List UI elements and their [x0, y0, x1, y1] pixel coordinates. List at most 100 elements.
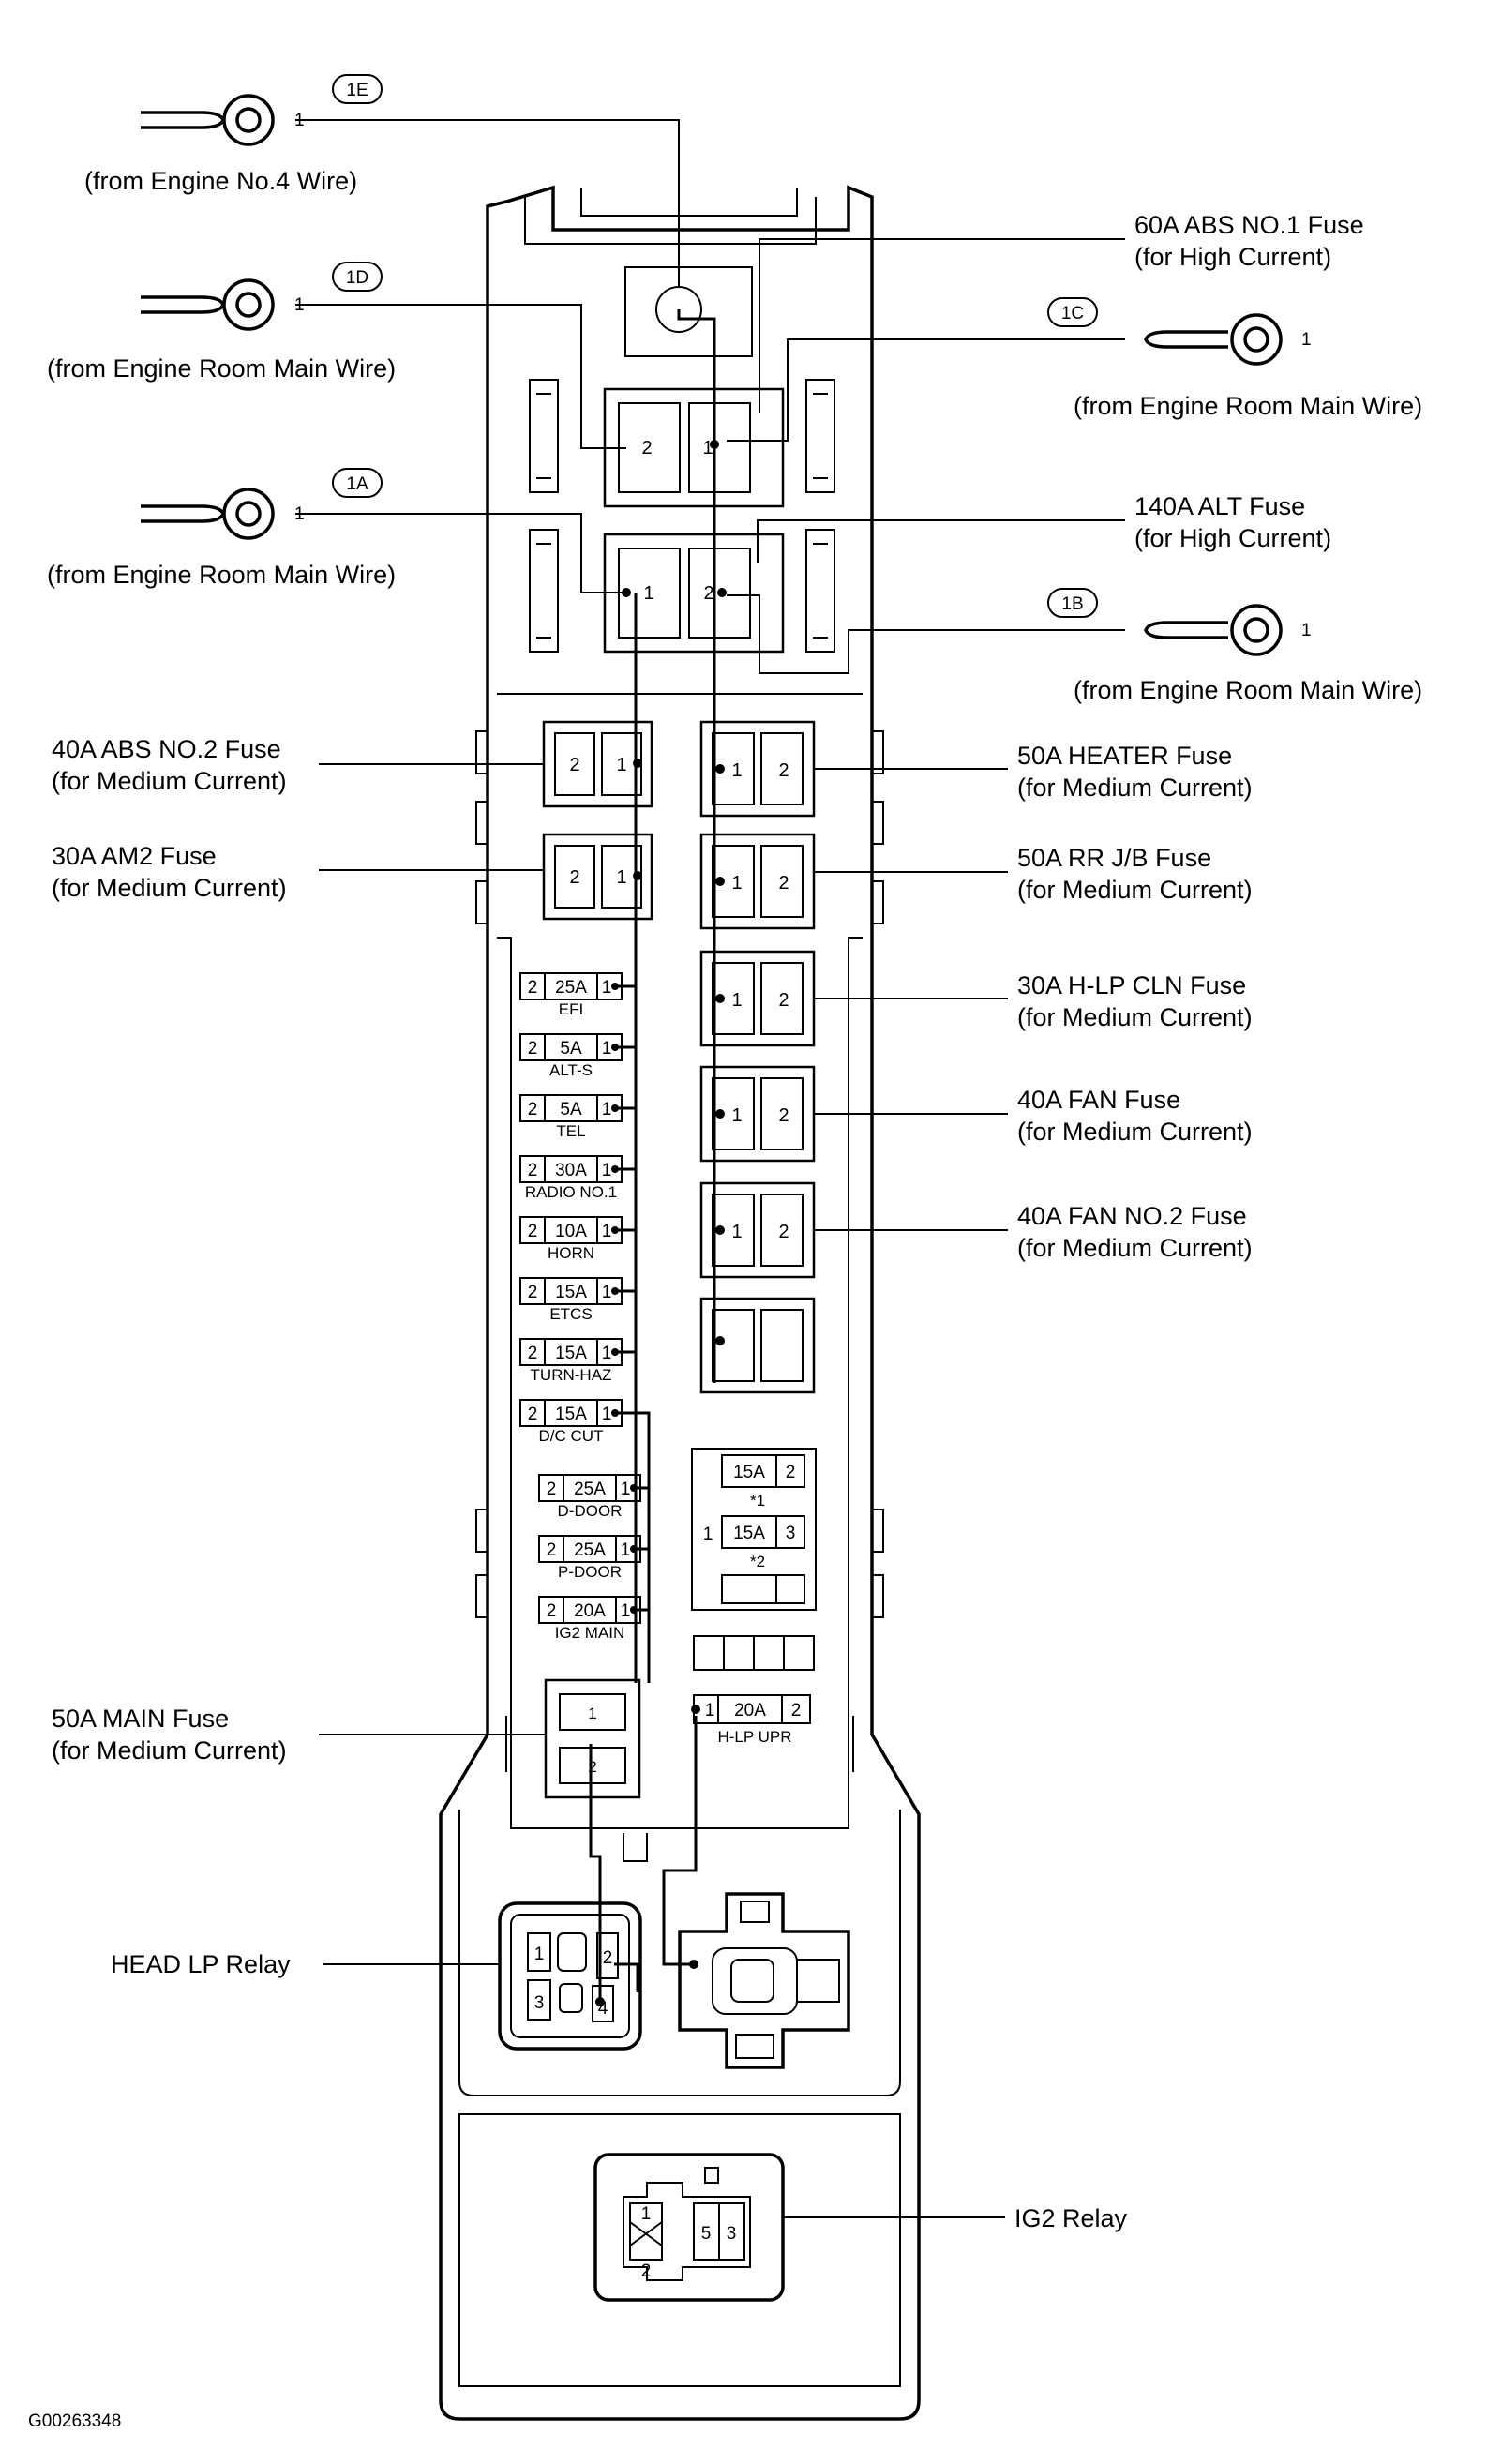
svg-text:1: 1 [1301, 621, 1312, 640]
label-head-lp-relay: HEAD LP Relay [111, 1950, 291, 1978]
option-fuse-block: 15A 2 *1 15A 3 *2 1 [691, 1448, 817, 1671]
mini-fuse-name: ALT-S [549, 1061, 593, 1079]
connector-tag-1d [332, 262, 383, 292]
mini-fuse-rating: 15A [555, 1405, 587, 1424]
label-fan-sub: (for Medium Current) [1017, 1118, 1253, 1146]
mini-fuse-pin: 1 [602, 1405, 612, 1424]
svg-text:2: 2 [778, 873, 789, 894]
terminal-leads [295, 119, 1125, 674]
ig2-relay: 1 2 5 3 [593, 2153, 785, 2302]
svg-text:1: 1 [643, 583, 653, 604]
svg-text:3: 3 [534, 1993, 545, 2013]
hlp-upr-fuse: 1 20A 2 H-LP UPR [693, 1694, 811, 1746]
svg-text:*1: *1 [750, 1492, 765, 1510]
mini-fuse-pin: 1 [621, 1601, 631, 1621]
label-rr-jb: 50A RR J/B Fuse [1017, 844, 1211, 872]
terminal-source-1b: (from Engine Room Main Wire) [1074, 676, 1422, 704]
leader-lines [319, 763, 1008, 2218]
svg-text:4: 4 [598, 1999, 608, 2019]
mini-fuse-rating: 25A [574, 1540, 606, 1560]
connector-tag-1e [332, 74, 383, 104]
mini-fuse-pin: 1 [621, 1480, 631, 1499]
internal-wiring [589, 309, 727, 2006]
mini-fuse-name: HORN [548, 1244, 594, 1262]
terminal-source-1a: (from Engine Room Main Wire) [47, 561, 396, 589]
label-ig2-relay: IG2 Relay [1014, 2204, 1128, 2232]
mini-fuse-pin: 2 [547, 1601, 557, 1621]
mini-fuse-pin: 2 [528, 1344, 538, 1363]
svg-text:1D: 1D [346, 268, 368, 288]
svg-text:1: 1 [616, 755, 626, 775]
svg-text:2: 2 [778, 1105, 789, 1126]
label-am2-sub: (for Medium Current) [52, 874, 287, 902]
svg-text:1: 1 [534, 1945, 545, 1964]
svg-text:2: 2 [588, 1758, 596, 1776]
label-abs-no1: 60A ABS NO.1 Fuse [1134, 211, 1364, 239]
label-alt: 140A ALT Fuse [1134, 492, 1305, 520]
svg-text:1: 1 [731, 873, 742, 894]
svg-text:1E: 1E [346, 81, 368, 100]
mini-fuse-pin: 2 [528, 1161, 538, 1180]
terminal-source-1c: (from Engine Room Main Wire) [1074, 392, 1422, 420]
mini-fuse-pin: 2 [547, 1540, 557, 1560]
svg-text:1: 1 [731, 760, 742, 781]
mini-fuse-pin: 2 [528, 1039, 538, 1059]
abs-no1-fuse [603, 387, 785, 508]
mini-fuse-pin: 2 [528, 1405, 538, 1424]
mini-fuse-name: ETCS [549, 1305, 592, 1323]
svg-text:2: 2 [778, 760, 789, 781]
mini-fuse-rating: 25A [574, 1480, 606, 1499]
terminal-source-1d: (from Engine Room Main Wire) [47, 354, 396, 383]
svg-text:1C: 1C [1061, 304, 1084, 323]
svg-text:15A: 15A [733, 1524, 765, 1543]
label-rr-jb-sub: (for Medium Current) [1017, 876, 1253, 904]
mini-fuse-rating: 25A [555, 978, 587, 998]
svg-text:1: 1 [731, 1105, 742, 1126]
svg-text:1: 1 [641, 2204, 652, 2224]
mini-fuse-pin: 1 [602, 1222, 612, 1241]
svg-text:2: 2 [569, 867, 579, 888]
mini-fuse-name: D/C CUT [539, 1427, 604, 1445]
svg-text:2: 2 [791, 1701, 802, 1720]
svg-text:2: 2 [703, 583, 713, 604]
head-lp-relay: 1 2 3 4 [498, 1901, 642, 2051]
label-fan: 40A FAN Fuse [1017, 1086, 1180, 1114]
svg-text:1: 1 [588, 1705, 596, 1722]
label-fan-no2: 40A FAN NO.2 Fuse [1017, 1202, 1247, 1230]
svg-text:1: 1 [703, 1525, 713, 1544]
mini-fuse-pin: 2 [528, 1100, 538, 1119]
label-abs-no1-sub: (for High Current) [1134, 243, 1331, 271]
mini-fuse-rating: 10A [555, 1222, 587, 1241]
terminal-1c: 1 1C (from Engine Room Main Wire) [1047, 297, 1422, 420]
svg-text:1: 1 [294, 111, 305, 130]
mini-fuse-pin: 2 [547, 1480, 557, 1499]
svg-text:2: 2 [569, 755, 579, 775]
relay-socket [678, 1892, 850, 2069]
svg-text:1B: 1B [1061, 594, 1083, 614]
right-labels: 60A ABS NO.1 Fuse (for High Current) 140… [1014, 211, 1364, 2232]
svg-text:2: 2 [778, 1222, 789, 1242]
mini-fuse-name: P-DOOR [558, 1563, 622, 1581]
terminal-1b: 1 1B (from Engine Room Main Wire) [1047, 588, 1422, 704]
svg-text:H-LP UPR: H-LP UPR [717, 1728, 791, 1746]
mini-fuse-name: D-DOOR [558, 1502, 623, 1520]
mini-fuse-rating: 20A [574, 1601, 606, 1621]
label-main: 50A MAIN Fuse [52, 1705, 229, 1733]
svg-text:1: 1 [705, 1701, 715, 1720]
label-alt-sub: (for High Current) [1134, 524, 1331, 552]
label-abs-no2: 40A ABS NO.2 Fuse [52, 735, 281, 763]
svg-text:1: 1 [702, 438, 713, 458]
mini-fuse-rating: 15A [555, 1283, 587, 1302]
mini-fuse-pin: 1 [602, 1283, 612, 1302]
label-fan-no2-sub: (for Medium Current) [1017, 1234, 1253, 1262]
mini-fuse-rating: 15A [555, 1344, 587, 1363]
svg-text:2: 2 [641, 2261, 652, 2281]
mini-fuse-rating: 5A [560, 1100, 582, 1119]
